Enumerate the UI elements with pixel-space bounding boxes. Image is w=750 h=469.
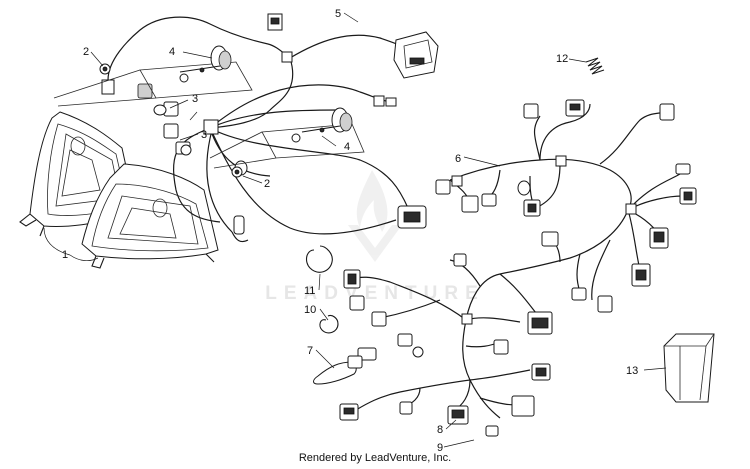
clamp-10: [319, 314, 339, 334]
connector-cluster-top: [523, 99, 697, 205]
grommet-2-upper: [99, 63, 111, 75]
adjuster-4-upper: [53, 45, 253, 107]
spring-12: [585, 57, 605, 75]
callout-2-upper: 2: [83, 46, 89, 58]
callout-3-lower: 3: [201, 129, 207, 141]
callout-12: 12: [556, 53, 568, 65]
callout-3-upper: 3: [192, 93, 198, 105]
headlight-front: [81, 163, 219, 269]
adjuster-4-lower: [209, 107, 365, 169]
callout-2-lower: 2: [264, 178, 270, 190]
callout-8: 8: [437, 424, 443, 436]
connector-plug-5: [393, 31, 439, 79]
sleeve-13: [663, 333, 715, 403]
connector-right-lower: [397, 205, 427, 229]
headlight-harness: [107, 16, 409, 243]
connector-cluster-left: [435, 179, 541, 217]
connector-cluster-bottom: [339, 347, 551, 437]
callout-9: 9: [437, 442, 443, 454]
callout-10: 10: [304, 304, 316, 316]
callout-7: 7: [307, 345, 313, 357]
callout-5: 5: [335, 8, 341, 20]
grommet-2-lower: [231, 166, 243, 178]
render-credit-footer: Rendered by LeadVenture, Inc.: [298, 452, 452, 464]
callout-4-upper: 4: [169, 46, 175, 58]
connector-cluster-center: [343, 253, 553, 358]
callout-4-lower: 4: [344, 141, 350, 153]
leadventure-flame-logo-icon: [348, 170, 402, 262]
bulb-3-upper: [137, 83, 179, 117]
main-harness: [349, 103, 683, 419]
cable-7: [313, 355, 363, 385]
callout-6: 6: [455, 153, 461, 165]
callout-11: 11: [304, 285, 315, 297]
callout-1: 1: [62, 249, 68, 261]
watermark-text: LEADVENTURE: [265, 283, 485, 304]
clamp-11: [305, 245, 333, 273]
bulb-3-lower: [163, 123, 192, 156]
connector-cluster-right: [541, 227, 669, 313]
callout-13: 13: [626, 365, 638, 377]
